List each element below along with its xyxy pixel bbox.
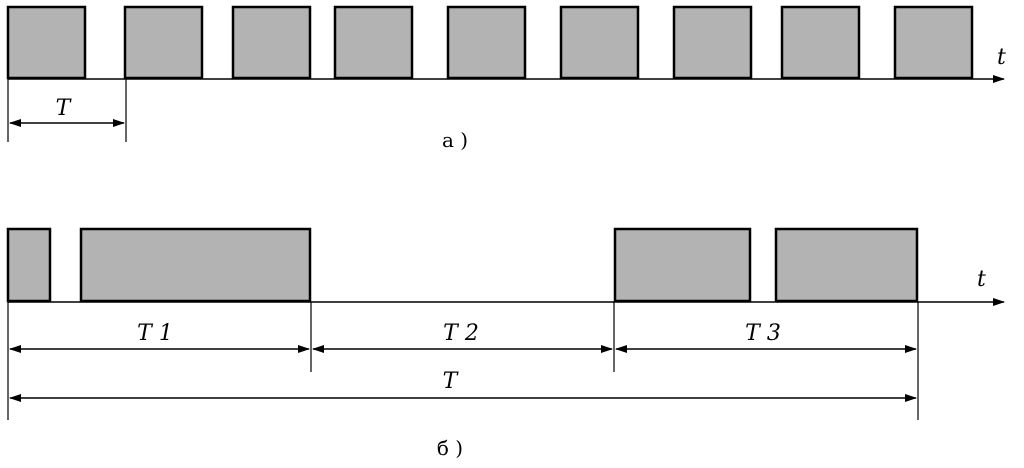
pulse-a-2 bbox=[123, 5, 204, 80]
diagram-b: t T 1 T 2 T 3 T б ) bbox=[6, 227, 1005, 460]
pulse-a-4 bbox=[333, 5, 414, 80]
pulse-b-3 bbox=[613, 227, 752, 303]
diagram-a: t T а ) bbox=[6, 5, 1006, 152]
t1-label: T 1 bbox=[137, 321, 173, 346]
pulse-a-9 bbox=[893, 5, 974, 80]
pulse-a-7 bbox=[672, 5, 753, 80]
pulse-b-1 bbox=[6, 227, 52, 303]
caption-b: б ) bbox=[437, 436, 463, 460]
total-period-label: T bbox=[443, 369, 460, 394]
pulse-b-2 bbox=[79, 227, 312, 303]
pulse-a-6 bbox=[559, 5, 640, 80]
pulse-a-8 bbox=[780, 5, 861, 80]
time-axis-label-b: t bbox=[977, 267, 986, 292]
time-axis-label-a: t bbox=[997, 45, 1006, 70]
pulse-a-3 bbox=[231, 5, 312, 80]
period-label: T bbox=[56, 96, 73, 121]
pulse-a-5 bbox=[446, 5, 527, 80]
caption-a: а ) bbox=[442, 128, 468, 152]
t3-label: T 3 bbox=[745, 321, 781, 346]
pulse-a-1 bbox=[6, 5, 87, 80]
pulse-b-4 bbox=[774, 227, 919, 303]
t2-label: T 2 bbox=[443, 321, 479, 346]
